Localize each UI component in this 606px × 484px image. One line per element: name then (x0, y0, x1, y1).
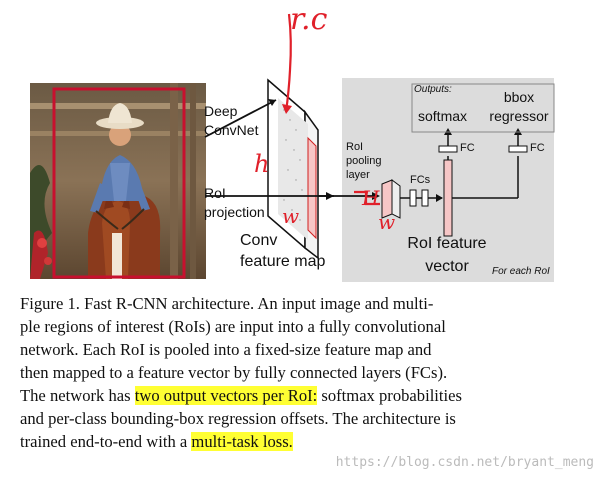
bbox-regressor-line-2: regressor (489, 108, 549, 124)
roi-pooling-line-3: layer (346, 169, 370, 181)
fc-softmax-box (438, 145, 458, 153)
fc-bbox-box (508, 145, 528, 153)
caption-line-1: Figure 1. Fast R-CNN architecture. An in… (20, 294, 434, 313)
roi-bounding-box (52, 87, 186, 279)
caption-line-7: trained end-to-end with a multi-task los… (20, 430, 568, 453)
roi-projection-line-1: RoI (204, 185, 226, 201)
roi-pooled-map (381, 179, 401, 219)
outputs-label: Outputs: (414, 84, 452, 95)
deep-convnet-arrow (204, 99, 277, 138)
cowboy-photo-illustration (30, 83, 206, 279)
conv-feature-map-label: Conv feature map (240, 230, 325, 272)
softmax-label: softmax (418, 108, 468, 124)
fc-box-2 (421, 189, 429, 207)
for-each-roi-label: For each RoI (492, 266, 550, 277)
figure-caption: Figure 1. Fast R-CNN architecture. An in… (20, 292, 568, 453)
fcs-label: FCs (410, 174, 431, 186)
caption-line-3: network. Each RoI is pooled into a fixed… (20, 340, 432, 359)
deep-convnet-label: Deep ConvNet (204, 102, 258, 140)
input-image (30, 83, 206, 279)
conv-feature-map-line-2: feature map (240, 253, 326, 270)
annotation-h-left: h (254, 150, 270, 178)
annotation-w-right: w (378, 210, 396, 234)
fc-label-softmax: FC (460, 142, 475, 154)
caption-line-4: then mapped to a feature vector by fully… (20, 363, 448, 382)
bbox-regressor-line-1: bbox (503, 89, 535, 105)
roi-feature-vector-line-1: RoI feature (407, 235, 487, 252)
bbox-regressor-label: bbox regressor (486, 88, 552, 126)
fc-box-1 (409, 189, 417, 207)
handwritten-annotations (282, 13, 380, 206)
caption-line-2: ple regions of interest (RoIs) are input… (20, 317, 446, 336)
roi-pooling-line-1: RoI (346, 141, 364, 153)
caption-line-6: and per-class bounding-box regression of… (20, 409, 456, 428)
annotation-rc: r.c (290, 2, 328, 37)
annotation-w-left: w (282, 204, 300, 228)
rc-pointer-line (284, 13, 292, 113)
caption-line-5: The network has two output vectors per R… (20, 384, 568, 407)
conv-feature-map-line-1: Conv (240, 232, 278, 249)
fc-label-bbox: FC (530, 142, 545, 154)
pool-bracket (354, 190, 380, 206)
highlight-multi-task-loss: multi-task loss. (191, 432, 293, 451)
roi-projection-line-2: projection (204, 204, 265, 220)
highlight-two-output-vectors: two output vectors per RoI: (134, 386, 318, 405)
roi-projection-label: RoI projection (204, 184, 265, 222)
roi-feature-vector-label: RoI feature vector (392, 232, 502, 278)
watermark: https://blog.csdn.net/bryant_meng (335, 455, 594, 470)
outputs-box (411, 83, 555, 133)
roi-pooling-layer-label: RoI pooling layer (346, 140, 381, 182)
roi-pooling-line-2: pooling (346, 155, 382, 167)
caption-line-7-pre: trained end-to-end with a (20, 432, 192, 451)
annotation-h-right: H (362, 186, 380, 210)
deep-convnet-line-2: ConvNet (204, 122, 259, 138)
deep-convnet-line-1: Deep (204, 103, 238, 119)
conv-feature-map-block (267, 78, 319, 260)
roi-feature-vector-line-2: vector (425, 258, 469, 275)
architecture-diagram (204, 13, 555, 260)
roi-feature-vector-bar (443, 159, 453, 237)
caption-line-5-pre: The network has (20, 386, 135, 405)
caption-line-5-post: softmax probabilities (317, 386, 462, 405)
